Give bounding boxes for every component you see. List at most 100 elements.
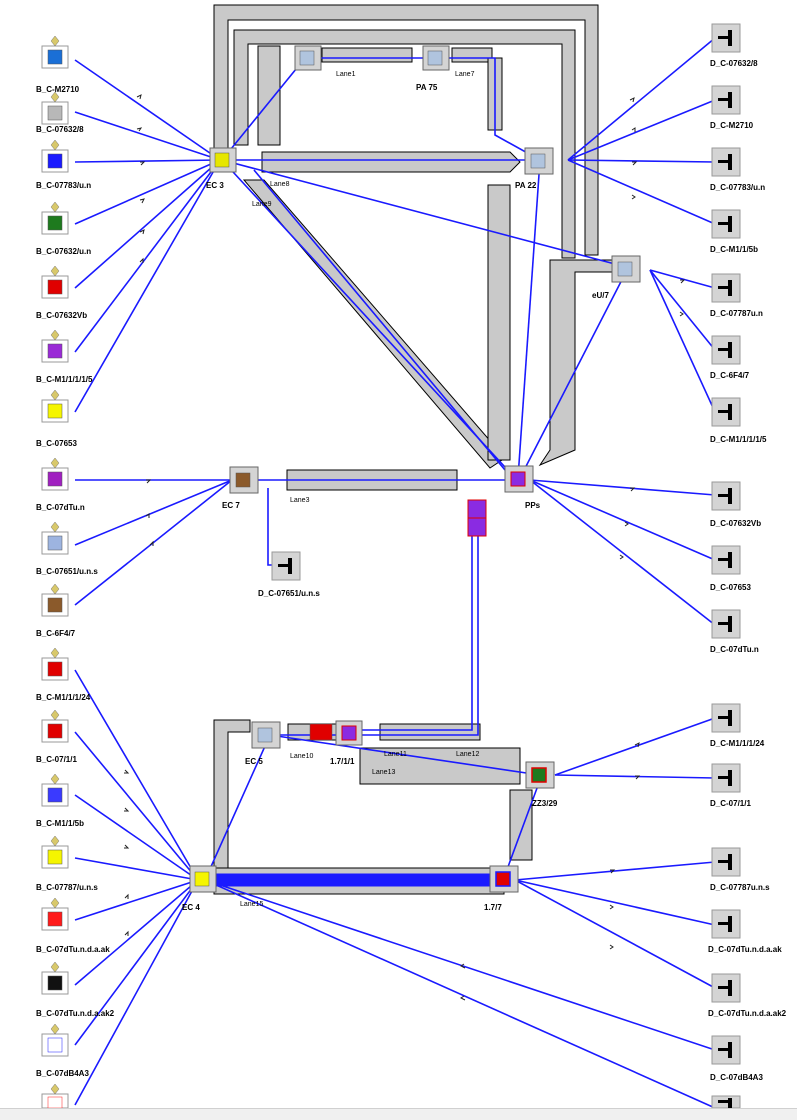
sink-node[interactable]: D_C-07632/8 — [710, 23, 758, 68]
source-node[interactable]: B_C-6F4/7 — [36, 583, 76, 638]
flow-line — [74, 669, 199, 881]
sink-node[interactable] — [711, 1095, 741, 1109]
flow-line — [554, 717, 716, 776]
node-eu7[interactable]: eU/7 — [592, 255, 641, 300]
source-node[interactable]: B_C-M1/1/1/24 — [36, 647, 91, 702]
sink-label: D_C-07653 — [710, 583, 751, 592]
belt-label: Lane12 — [456, 751, 479, 758]
node-pa22[interactable]: PA 22 — [515, 147, 554, 190]
belt-lane1[interactable] — [321, 47, 413, 63]
sink-label: D_C-M1/1/5b — [710, 245, 758, 254]
sink-node[interactable]: D_C-07651/u.n.s — [258, 551, 320, 598]
flow-line — [74, 59, 221, 161]
belt-left-vertical[interactable] — [257, 45, 281, 146]
source-node[interactable]: B_C-07dTu.n — [36, 457, 85, 512]
sink-node[interactable]: D_C-07dTu.n — [710, 609, 759, 654]
sink-node[interactable]: D_C-M1/1/5b — [710, 209, 758, 254]
flow-line — [514, 879, 716, 926]
source-node[interactable]: B_C-07dTu.n.d.a.ak2 — [36, 961, 115, 1018]
source-label: B_C-07651/u.n.s — [36, 567, 98, 576]
source-label: B_C-M2710 — [36, 85, 80, 94]
flow-line — [529, 479, 716, 626]
flow-line — [253, 169, 506, 471]
sink-label: D_C-07632/8 — [710, 59, 758, 68]
node-zz329[interactable]: ZZ3/29 — [525, 761, 558, 808]
flow-line — [74, 879, 199, 1046]
node-pps-stack[interactable] — [467, 499, 487, 537]
sink-node[interactable]: D_C-07/1/1 — [710, 763, 751, 808]
belt-lane12[interactable] — [359, 747, 521, 785]
flow-line — [74, 479, 233, 546]
belt-inner-loop[interactable] — [233, 29, 576, 259]
belt-lane8[interactable] — [261, 151, 521, 173]
sink-node[interactable]: D_C-6F4/7 — [710, 335, 750, 380]
belt-lane11[interactable] — [379, 723, 481, 741]
sink-node[interactable]: D_C-07787u.n — [710, 273, 763, 318]
source-label: B_C-M1/1/5b — [36, 819, 84, 828]
sink-node[interactable]: D_C-07dTu.n.d.a.ak — [708, 909, 782, 954]
source-node[interactable]: B_C-07dTu.n.d.a.ak — [36, 897, 110, 954]
source-node[interactable]: B_C-07653 — [36, 389, 77, 448]
flow-line — [74, 731, 199, 881]
sink-label: D_C-M1/1/1/1/5 — [710, 435, 767, 444]
node-top-a[interactable] — [294, 45, 322, 71]
source-node[interactable]: B_C-07632Vb — [36, 265, 87, 320]
sink-node[interactable]: D_C-M1/1/1/1/5 — [710, 397, 767, 444]
node-label: PPs — [525, 501, 541, 510]
flow-line — [221, 159, 631, 269]
flow-line — [74, 794, 199, 881]
source-node[interactable]: B_C-07/1/1 — [36, 709, 77, 764]
source-node[interactable]: B_C-07787/u.n.s — [36, 835, 98, 892]
sink-label: D_C-M1/1/1/24 — [710, 739, 765, 748]
sink-node[interactable]: D_C-M1/1/1/24 — [710, 703, 765, 748]
sinks-right: D_C-07632/8 D_C-M2710 D_C-07783/u.n D_C-… — [258, 23, 787, 1109]
belt-bottom-right-vertical[interactable] — [509, 789, 533, 861]
node-pa75[interactable]: PA 75 — [416, 45, 450, 92]
source-node[interactable]: B_C-07651/u.n.s — [36, 521, 98, 576]
sink-label: D_C-M2710 — [710, 121, 754, 130]
node-177[interactable]: 1.7/7 — [484, 865, 519, 912]
node-ec7[interactable]: EC 7 — [222, 466, 259, 510]
sink-node[interactable]: D_C-07dB4A3 — [710, 1035, 763, 1082]
node-ec5[interactable]: EC 5 — [245, 721, 281, 766]
node-1711[interactable]: 1.7/1/1 — [330, 720, 363, 766]
sink-label: D_C-07dTu.n.d.a.ak — [708, 945, 782, 954]
source-label: B_C-07783/u.n — [36, 181, 91, 190]
flow-line — [649, 269, 716, 289]
flow-line — [350, 500, 473, 731]
sink-node[interactable]: D_C-07632Vb — [710, 481, 761, 528]
sink-node[interactable]: D_C-07783/u.n — [710, 147, 765, 192]
flow-arrowheads — [124, 94, 686, 1001]
source-node[interactable]: B_C-07632/u.n — [36, 201, 91, 256]
sink-node[interactable]: D_C-07653 — [710, 545, 751, 592]
belt-lane7[interactable] — [451, 47, 493, 63]
flow-line — [74, 879, 199, 1106]
flow-line — [649, 269, 716, 413]
belt-label: Lane10 — [290, 753, 313, 760]
node-lane10-red[interactable] — [309, 723, 333, 741]
sink-node[interactable]: D_C-07787u.n.s — [710, 847, 770, 892]
belt-label: Lane9 — [252, 201, 272, 208]
source-label: B_C-07653 — [36, 439, 77, 448]
node-pps[interactable]: PPs — [504, 465, 541, 510]
source-node[interactable]: B_C-07783/u.n — [36, 139, 91, 190]
source-node[interactable]: B_C-07632/8 — [36, 91, 84, 134]
source-node[interactable] — [41, 1083, 69, 1109]
source-node[interactable]: B_C-M1/1/1/1/5 — [36, 329, 93, 384]
sink-node[interactable]: D_C-M2710 — [710, 85, 754, 130]
flow-line — [74, 857, 199, 881]
source-node[interactable]: B_C-07dB4A3 — [36, 1023, 89, 1078]
sink-label: D_C-07dTu.n — [710, 645, 759, 654]
source-node[interactable]: B_C-M2710 — [36, 35, 80, 94]
flow-line — [529, 479, 716, 496]
belt-right-vertical[interactable] — [487, 184, 511, 461]
flow-line — [204, 879, 716, 1051]
flow-line — [567, 99, 716, 161]
node-ec4[interactable]: EC 4 — [182, 865, 217, 912]
belt-label: Lane1 — [336, 71, 356, 78]
sink-label: D_C-6F4/7 — [710, 371, 750, 380]
node-ec3[interactable]: EC 3 — [206, 147, 237, 190]
sink-node[interactable]: D_C-07dTu.n.d.a.ak2 — [708, 973, 787, 1018]
source-node[interactable]: B_C-M1/1/5b — [36, 773, 84, 828]
